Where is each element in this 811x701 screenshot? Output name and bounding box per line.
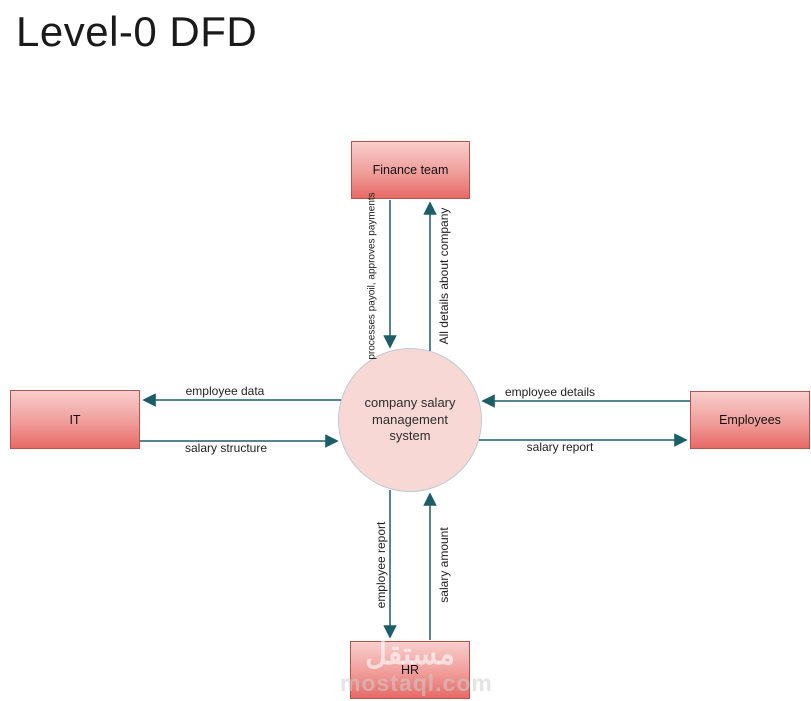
flow-label-employee-report: employee report: [374, 521, 388, 609]
flow-label-processes-payoll-approves-payments: processes payoil, approves payments: [366, 192, 378, 360]
process-company-salary-management-system: company salary management system: [338, 348, 482, 492]
flow-label-salary-structure: salary structure: [184, 441, 268, 455]
flow-label-employee-data: employee data: [185, 384, 265, 398]
entity-finance-team: Finance team: [351, 141, 470, 199]
entity-employees: Employees: [690, 391, 810, 449]
flow-label-salary-amount: salary amount: [437, 527, 451, 603]
entity-it: IT: [10, 390, 140, 449]
flow-label-employee-details: employee details: [504, 385, 596, 399]
entity-hr-label: HR: [400, 663, 420, 677]
flow-label-salary-report: salary report: [526, 440, 594, 454]
entity-employees-label: Employees: [719, 413, 781, 427]
process-label: company salary management system: [364, 394, 456, 444]
entity-it-label: IT: [69, 412, 81, 427]
entity-finance-team-label: Finance team: [372, 163, 449, 177]
page-title: Level-0 DFD: [16, 8, 258, 55]
entity-hr: HR: [350, 641, 470, 699]
flow-label-all-details-about-company: All details about company: [437, 207, 451, 345]
